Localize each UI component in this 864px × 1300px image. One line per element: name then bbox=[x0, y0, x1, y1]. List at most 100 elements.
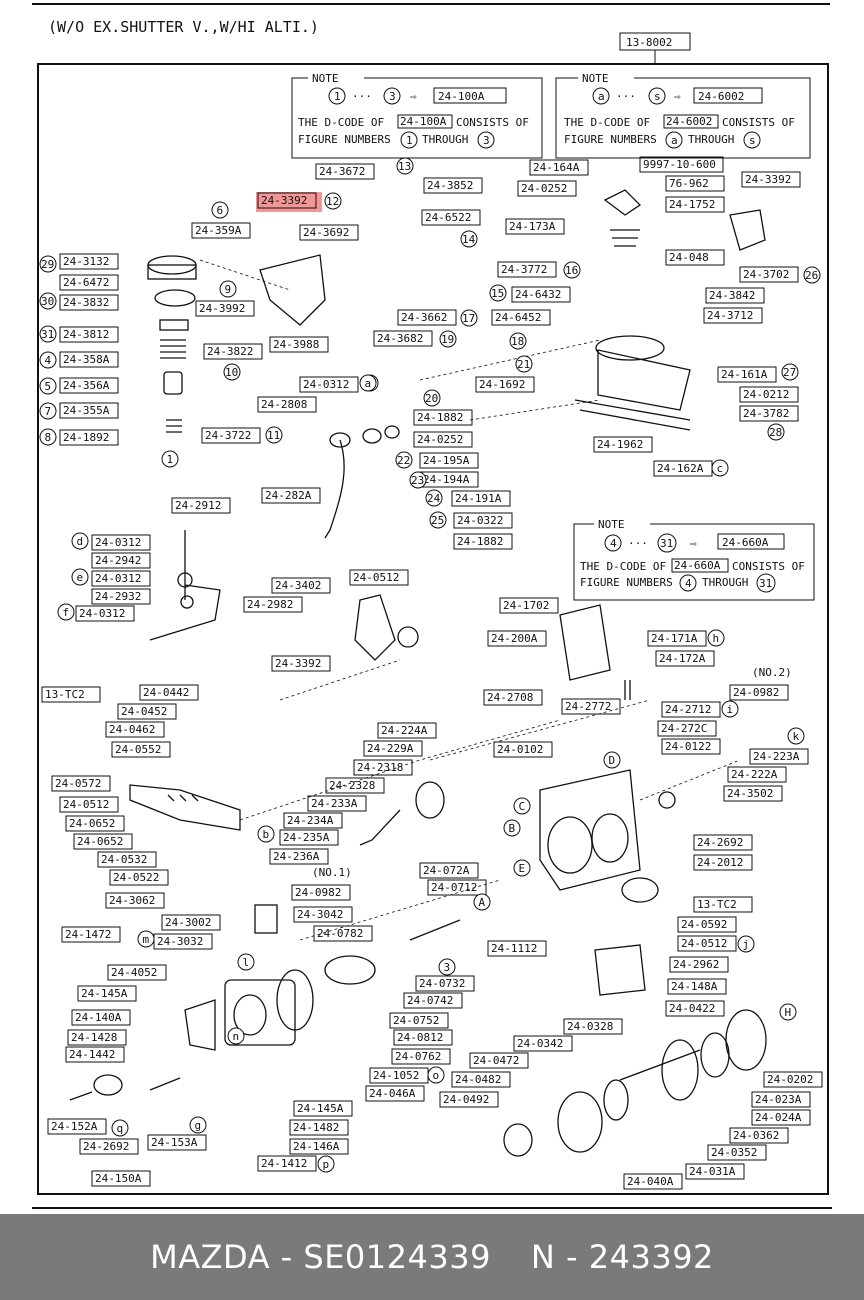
part-label: 24-233A bbox=[307, 795, 367, 812]
svg-text:l: l bbox=[243, 956, 250, 969]
callout-20: 20 bbox=[423, 389, 441, 407]
svg-text:⇨: ⇨ bbox=[690, 537, 697, 550]
svg-text:FIGURE NUMBERS: FIGURE NUMBERS bbox=[298, 133, 391, 146]
part-label: 24-1752 bbox=[665, 196, 725, 213]
callout-c: c bbox=[711, 459, 729, 477]
svg-text:24-152A: 24-152A bbox=[51, 1120, 98, 1133]
callout-E: E bbox=[513, 859, 531, 877]
svg-text:24-146A: 24-146A bbox=[293, 1140, 340, 1153]
svg-text:24-3032: 24-3032 bbox=[157, 935, 203, 948]
svg-text:24-1882: 24-1882 bbox=[457, 535, 503, 548]
svg-text:o: o bbox=[433, 1069, 440, 1082]
svg-text:24-358A: 24-358A bbox=[63, 353, 110, 366]
part-label: 24-1892 bbox=[59, 429, 119, 446]
svg-text:FIGURE NUMBERS: FIGURE NUMBERS bbox=[564, 133, 657, 146]
part-label: 24-3672 bbox=[315, 163, 375, 180]
svg-text:24-3772: 24-3772 bbox=[501, 263, 547, 276]
svg-text:···: ··· bbox=[628, 537, 648, 550]
part-label: 24-0782 bbox=[313, 925, 373, 942]
part-label: 24-024A bbox=[751, 1109, 811, 1126]
svg-text:24-2962: 24-2962 bbox=[673, 958, 719, 971]
svg-text:24-3662: 24-3662 bbox=[401, 311, 447, 324]
callout-f: f bbox=[57, 603, 75, 621]
svg-text:24-0422: 24-0422 bbox=[669, 1002, 715, 1015]
part-label: 24-162A bbox=[653, 460, 713, 477]
svg-text:23: 23 bbox=[411, 474, 424, 487]
svg-text:24-2932: 24-2932 bbox=[95, 590, 141, 603]
note-box-2: NOTE a ··· s ⇨ 24-6002 THE D-CODE OF 24-… bbox=[555, 71, 811, 159]
part-label: 24-1882 bbox=[453, 533, 513, 550]
svg-text:24-0732: 24-0732 bbox=[419, 977, 465, 990]
svg-text:24-0652: 24-0652 bbox=[77, 835, 123, 848]
svg-text:24-0312: 24-0312 bbox=[95, 572, 141, 585]
callout-27: 27 bbox=[781, 363, 799, 381]
part-label: 24-358A bbox=[59, 351, 119, 368]
svg-text:24-2772: 24-2772 bbox=[565, 700, 611, 713]
callout-p: p bbox=[317, 1155, 335, 1173]
callout-1: 1 bbox=[161, 450, 179, 468]
svg-text:24-6522: 24-6522 bbox=[425, 211, 471, 224]
callout-i: i bbox=[721, 700, 739, 718]
svg-text:4: 4 bbox=[45, 354, 52, 367]
callout-4: 4 bbox=[39, 351, 57, 369]
part-label: 24-1482 bbox=[289, 1119, 349, 1136]
svg-text:9997-10-600: 9997-10-600 bbox=[643, 158, 716, 171]
part-label: 24-0312 bbox=[75, 605, 135, 622]
part-label: 24-3682 bbox=[373, 330, 433, 347]
part-label: 24-236A bbox=[269, 848, 329, 865]
part-label: 24-3002 bbox=[161, 914, 221, 931]
svg-text:24-100A: 24-100A bbox=[438, 90, 485, 103]
callout-circles: 1234567891011121314151617181920212223242… bbox=[39, 157, 821, 1173]
part-label: 24-152A bbox=[47, 1118, 107, 1135]
svg-text:24-6002: 24-6002 bbox=[698, 90, 744, 103]
part-label: 24-0362 bbox=[729, 1127, 789, 1144]
part-label: 24-3502 bbox=[723, 785, 783, 802]
callout-28: 28 bbox=[767, 423, 785, 441]
part-label: 24-0652 bbox=[73, 833, 133, 850]
svg-text:24-6472: 24-6472 bbox=[63, 276, 109, 289]
svg-text:24-356A: 24-356A bbox=[63, 379, 110, 392]
callout-26: 26 bbox=[803, 266, 821, 284]
svg-text:13-TC2: 13-TC2 bbox=[45, 688, 85, 701]
part-label: 24-0522 bbox=[109, 869, 169, 886]
svg-text:24-229A: 24-229A bbox=[367, 742, 414, 755]
svg-text:24-0532: 24-0532 bbox=[101, 853, 147, 866]
svg-text:s: s bbox=[654, 90, 661, 103]
svg-text:n: n bbox=[233, 1030, 240, 1043]
part-label: 24-282A bbox=[261, 487, 321, 504]
svg-text:24-1442: 24-1442 bbox=[69, 1048, 115, 1061]
svg-text:C: C bbox=[519, 800, 526, 813]
svg-text:24-359A: 24-359A bbox=[195, 224, 242, 237]
part-label: 24-171A bbox=[647, 630, 707, 647]
svg-text:24-235A: 24-235A bbox=[283, 831, 330, 844]
svg-text:24-355A: 24-355A bbox=[63, 404, 110, 417]
svg-text:24-1412: 24-1412 bbox=[261, 1157, 307, 1170]
svg-text:24-2318: 24-2318 bbox=[357, 761, 403, 774]
svg-text:24-1962: 24-1962 bbox=[597, 438, 643, 451]
part-label: 24-6432 bbox=[511, 286, 571, 303]
svg-text:NOTE: NOTE bbox=[598, 518, 625, 531]
svg-text:24-3722: 24-3722 bbox=[205, 429, 251, 442]
callout-k: k bbox=[787, 727, 805, 745]
svg-text:24-1112: 24-1112 bbox=[491, 942, 537, 955]
part-label: 24-235A bbox=[279, 829, 339, 846]
part-label: 24-0712 bbox=[427, 879, 487, 896]
svg-text:3: 3 bbox=[444, 961, 451, 974]
callout-17: 17 bbox=[460, 309, 478, 327]
svg-text:24-0712: 24-0712 bbox=[431, 881, 477, 894]
svg-text:THE D-CODE OF: THE D-CODE OF bbox=[564, 116, 650, 129]
svg-text:24-0342: 24-0342 bbox=[517, 1037, 563, 1050]
part-label: 24-0102 bbox=[493, 741, 553, 758]
svg-text:24-3712: 24-3712 bbox=[707, 309, 753, 322]
svg-text:22: 22 bbox=[397, 454, 410, 467]
part-label: 24-0652 bbox=[65, 815, 125, 832]
svg-text:30: 30 bbox=[41, 295, 54, 308]
svg-text:24-0362: 24-0362 bbox=[733, 1129, 779, 1142]
part-label: 24-355A bbox=[59, 402, 119, 419]
svg-text:q: q bbox=[117, 1122, 124, 1135]
part-label: 24-2692 bbox=[693, 834, 753, 851]
part-label: 24-2318 bbox=[353, 759, 413, 776]
svg-text:24-024A: 24-024A bbox=[755, 1111, 802, 1124]
callout-b: b bbox=[257, 825, 275, 843]
part-label: 24-2982 bbox=[243, 596, 303, 613]
